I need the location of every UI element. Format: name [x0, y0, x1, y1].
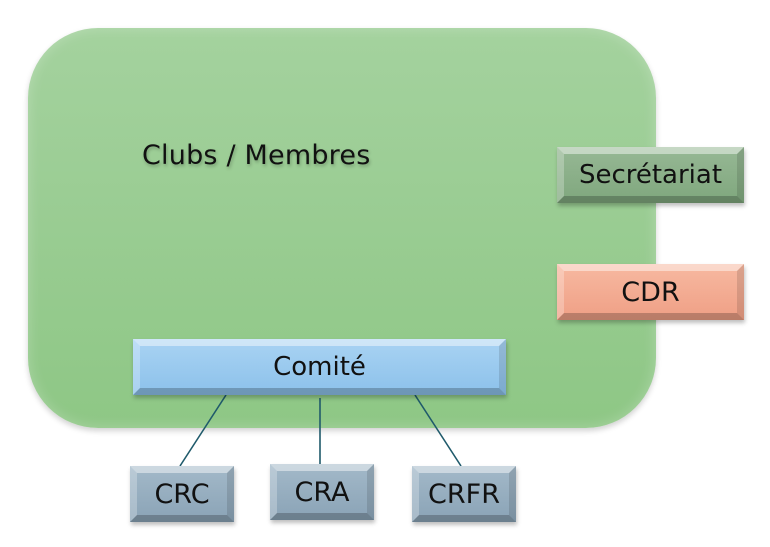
connector-comite-crfr: [414, 394, 462, 467]
connector-comite-crc: [179, 394, 227, 467]
crfr-box: CRFR: [412, 466, 516, 522]
cdr-label: CDR: [621, 276, 680, 308]
comite-label: Comité: [273, 352, 366, 382]
cra-label: CRA: [294, 476, 350, 508]
crc-box: CRC: [130, 466, 234, 522]
crc-label: CRC: [154, 478, 210, 510]
comite-box: Comité: [133, 339, 506, 395]
clubs-membres-label: Clubs / Membres: [142, 140, 371, 171]
secretariat-box: Secrétariat: [557, 147, 744, 203]
secretariat-label: Secrétariat: [578, 160, 723, 190]
cdr-box: CDR: [557, 264, 744, 320]
crfr-label: CRFR: [428, 478, 500, 510]
cra-box: CRA: [270, 464, 374, 520]
